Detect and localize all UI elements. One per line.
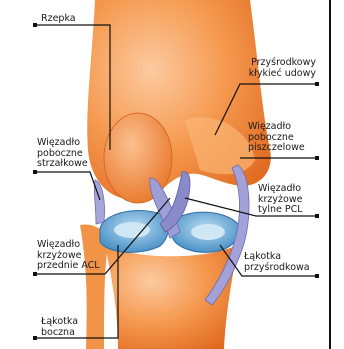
right-frame-border [329,0,331,349]
label-wiezadlo-krzyzowe-tylne-pcl: Więzadło krzyżowe tylne PCL [258,184,303,216]
label-wiezadlo-poboczne-piszczelowe: Więzadło poboczne piszczelowe [248,122,305,154]
label-lakotka-boczna: Łąkotka boczna [41,317,78,338]
label-wiezadlo-poboczne-strzalkowe: Więzadło poboczne strzałkowe [37,138,88,170]
label-przysrodkowy-klykiec-udowy: Przyśrodkowy kłykieć udowy [226,58,316,79]
lateral-meniscus-inner [114,222,150,238]
label-wiezadlo-krzyzowe-przednie-acl: Więzadło krzyżowe przednie ACL [37,240,100,272]
label-rzepka: Rzepka [41,14,76,25]
label-lakotka-przysrodkowa: Łąkotka przyśrodkowa [244,252,310,273]
leader-poboczne-strzalkowe [36,172,100,200]
medial-meniscus-inner [191,224,225,240]
